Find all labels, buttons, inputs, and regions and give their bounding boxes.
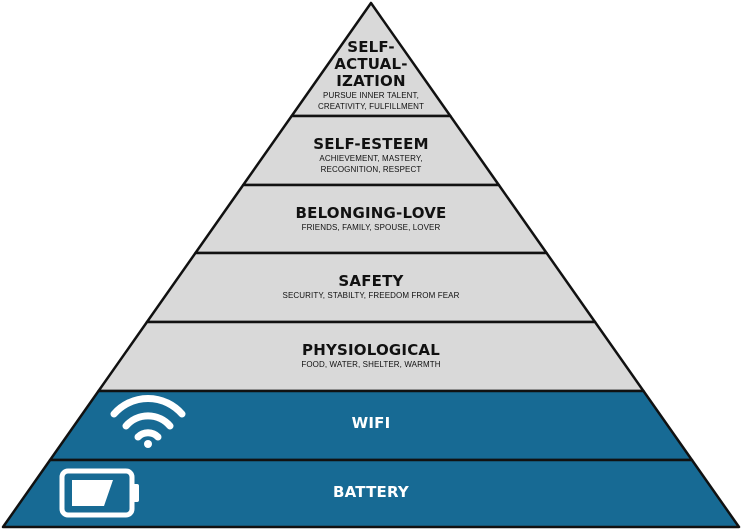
tier-belonging-love <box>194 183 548 255</box>
battery-icon <box>59 468 139 518</box>
tier-physiological <box>97 320 645 393</box>
tier-self-actualization <box>290 1 452 118</box>
wifi-icon <box>110 394 186 448</box>
tier-safety <box>145 251 597 324</box>
tier-self-esteem <box>241 114 501 187</box>
tier-battery <box>1 458 741 529</box>
